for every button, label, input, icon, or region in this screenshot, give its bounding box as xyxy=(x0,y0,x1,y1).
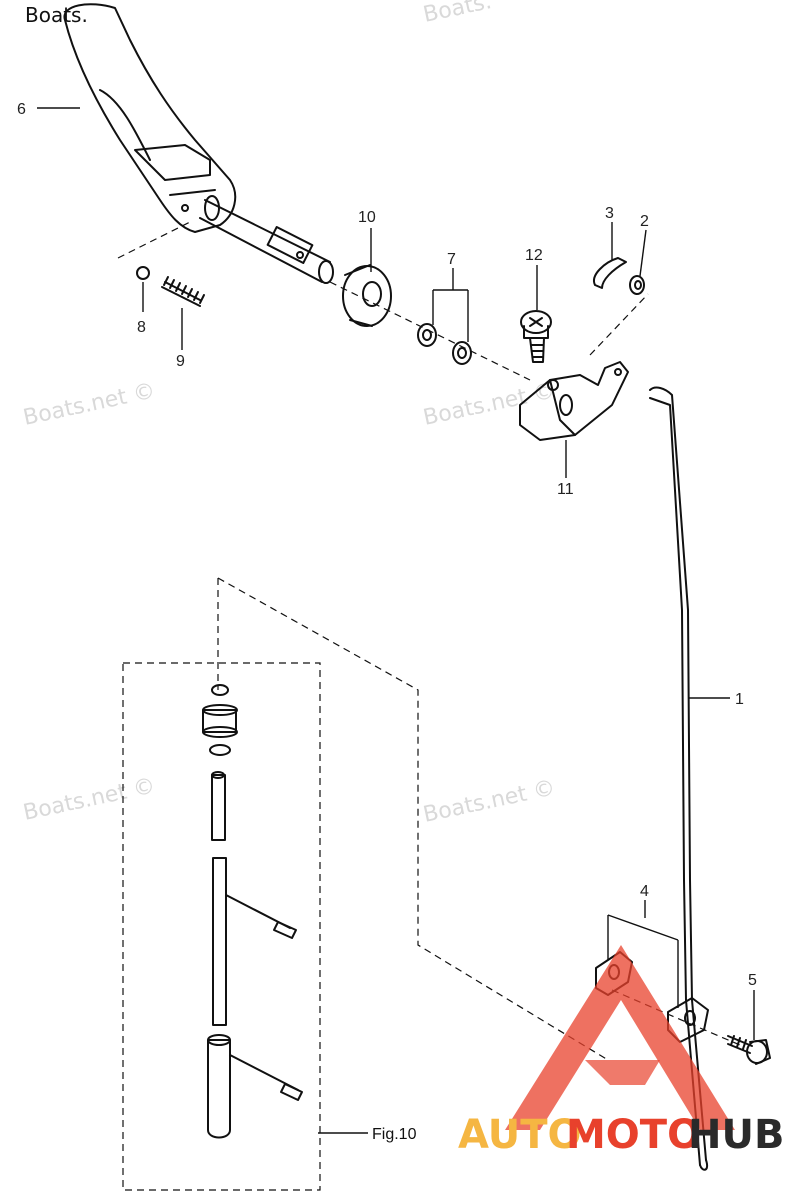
ball-part-8 xyxy=(136,266,150,280)
callout-8: 8 xyxy=(137,319,146,336)
automotohub-logo: AUTO MOTO HUB xyxy=(458,945,784,1158)
fig10-reference-label: Fig.10 xyxy=(372,1126,417,1143)
logo-text-moto: MOTO xyxy=(566,1112,701,1158)
logo-text-auto: AUTO xyxy=(458,1112,582,1158)
bolt-part-5 xyxy=(727,1035,771,1065)
leader-lines xyxy=(37,107,755,1134)
callout-4: 4 xyxy=(640,883,649,900)
fig10-subassembly xyxy=(202,684,303,1139)
screw-part-12 xyxy=(520,310,552,363)
spring-part-9 xyxy=(161,276,205,307)
callout-10: 10 xyxy=(358,209,376,226)
shift-rod-part-1 xyxy=(649,386,709,1171)
small-washers-part-7 xyxy=(417,323,472,365)
washer-part-2 xyxy=(629,275,645,295)
callout-2: 2 xyxy=(640,213,649,230)
callout-1: 1 xyxy=(735,691,744,708)
callout-12: 12 xyxy=(525,247,543,264)
callout-3: 3 xyxy=(605,205,614,222)
callout-5: 5 xyxy=(748,972,757,989)
washer-part-10 xyxy=(342,264,392,327)
callout-6: 6 xyxy=(17,101,26,118)
watermark-lower-left: Boats.net © xyxy=(21,774,157,826)
bracket-part-11 xyxy=(519,361,629,441)
watermark-top-left: Boats. xyxy=(25,3,88,27)
cotter-pin-part-3 xyxy=(593,257,627,289)
watermark-lower-center: Boats.net © xyxy=(421,776,557,828)
tiller-handle-part xyxy=(63,3,334,284)
logo-text-hub: HUB xyxy=(688,1112,784,1158)
fig10-reference-box xyxy=(122,662,321,1191)
watermark-top-right: Boats. xyxy=(421,0,494,28)
callout-11: 11 xyxy=(557,481,574,498)
callout-7: 7 xyxy=(447,251,456,268)
watermark-mid-left: Boats.net © xyxy=(21,379,157,431)
callout-9: 9 xyxy=(176,353,185,370)
watermark-mid-center: Boats.net © xyxy=(421,379,557,431)
